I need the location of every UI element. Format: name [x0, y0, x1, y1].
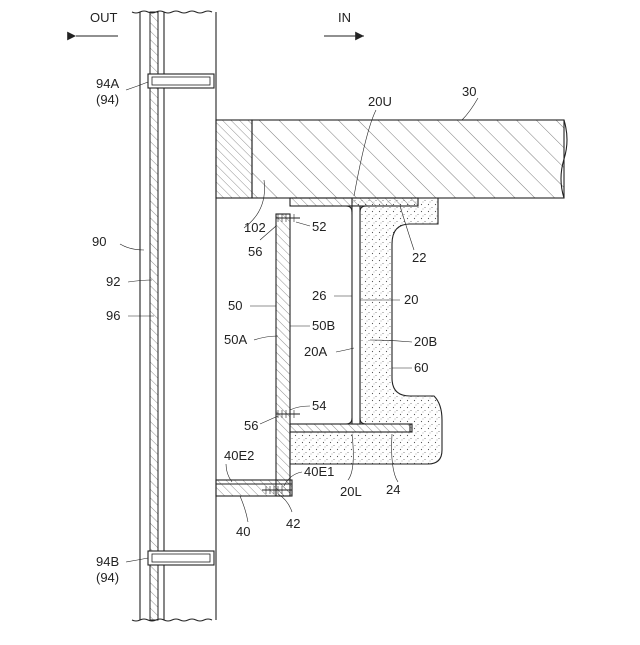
upper-flange-22	[290, 198, 418, 206]
label-92: 92	[106, 274, 120, 289]
label-54: 54	[312, 398, 326, 413]
label-56-lower: 56	[244, 418, 258, 433]
label-40: 40	[236, 524, 250, 539]
label-94B: 94B	[96, 554, 119, 569]
label-50B: 50B	[312, 318, 335, 333]
slab-body	[252, 120, 564, 198]
fastener-94A	[148, 74, 214, 88]
slab-edge-102	[216, 120, 252, 198]
label-26: 26	[312, 288, 326, 303]
bracket-50	[276, 214, 290, 496]
in-direction: IN	[324, 10, 364, 36]
label-40E1: 40E1	[304, 464, 334, 479]
label-24: 24	[386, 482, 400, 497]
label-52: 52	[312, 219, 326, 234]
label-42: 42	[286, 516, 300, 531]
label-94A-sub: (94)	[96, 92, 119, 107]
label-94A: 94A	[96, 76, 119, 91]
out-direction: OUT	[76, 10, 118, 36]
web-26	[352, 206, 360, 424]
lower-flange-24	[290, 424, 412, 432]
label-20L: 20L	[340, 484, 362, 499]
label-30: 30	[462, 84, 476, 99]
label-96: 96	[106, 308, 120, 323]
label-22: 22	[412, 250, 426, 265]
fastener-94B	[148, 551, 214, 565]
label-20: 20	[404, 292, 418, 307]
floor-slab-30	[216, 120, 567, 198]
label-90: 90	[92, 234, 106, 249]
label-94B-sub: (94)	[96, 570, 119, 585]
label-102: 102	[244, 220, 266, 235]
break-line-bottom	[132, 619, 212, 621]
label-56-upper: 56	[248, 244, 262, 259]
label-40E2: 40E2	[224, 448, 254, 463]
label-20A: 20A	[304, 344, 327, 359]
label-60: 60	[414, 360, 428, 375]
label-20U: 20U	[368, 94, 392, 109]
label-50A: 50A	[224, 332, 247, 347]
break-line-top	[132, 11, 212, 13]
bottom-plate-40	[216, 480, 292, 496]
in-label: IN	[338, 10, 351, 25]
label-50: 50	[228, 298, 242, 313]
out-label: OUT	[90, 10, 118, 25]
label-20B: 20B	[414, 334, 437, 349]
